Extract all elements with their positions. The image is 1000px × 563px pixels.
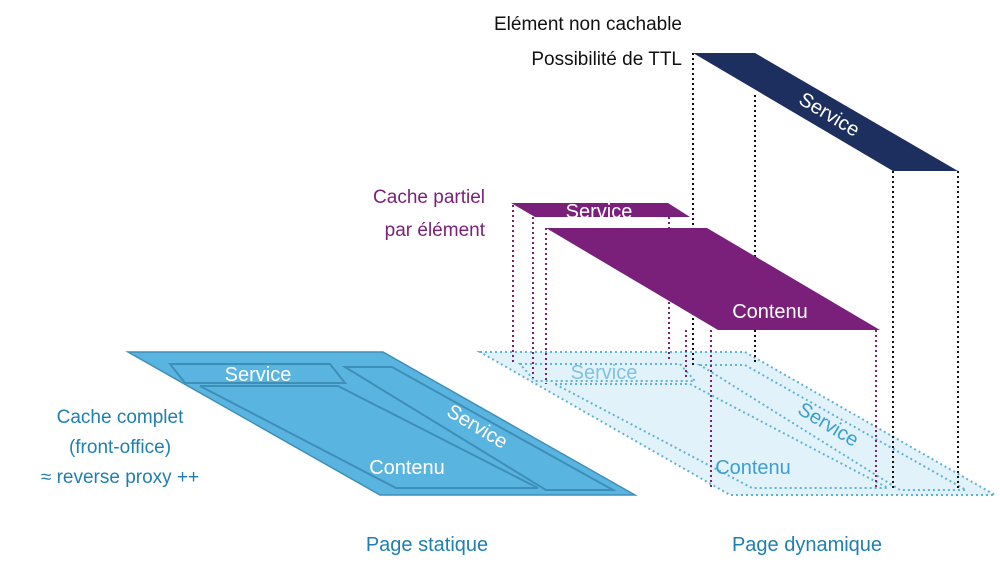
dynamic-page-plane (476, 351, 999, 496)
dynamic-service-side-block (696, 364, 970, 491)
static-page-caption: Page statique (366, 534, 488, 556)
noncache-label-line2: Possibilité de TTL (531, 49, 682, 70)
partial-cache-annotation: Cache partiel par élément (373, 187, 486, 241)
partial-cache-label-line1: Cache partiel (373, 187, 485, 208)
partial-service-label: Service (566, 201, 633, 223)
full-cache-annotation: Cache complet (front-office) ≈ reverse p… (41, 407, 199, 488)
dynamic-content-block (554, 383, 889, 489)
noncache-service-block (693, 53, 958, 171)
dynamic-page-caption: Page dynamique (732, 534, 882, 556)
partial-cache-label-line2: par élément (385, 220, 486, 241)
dynamic-content-label: Contenu (715, 457, 791, 479)
partial-content-block (546, 228, 880, 330)
partial-cache-projection-lines (512, 205, 877, 488)
noncache-label-line1: Elément non cachable (494, 14, 682, 35)
static-service-side-block (341, 366, 617, 491)
dynamic-service-top-label: Service (571, 362, 638, 384)
noncache-group: Service (693, 53, 958, 171)
full-cache-line1: Cache complet (57, 407, 184, 428)
partial-content-label: Contenu (732, 301, 808, 323)
noncache-annotation: Elément non cachable Possibilité de TTL (494, 14, 682, 70)
static-service-top-block (167, 363, 348, 384)
static-content-block (199, 385, 539, 489)
partial-cache-group: Service Contenu (511, 201, 880, 330)
static-service-top-label: Service (225, 364, 292, 386)
static-content-label: Contenu (369, 457, 445, 479)
full-cache-line2: (front-office) (69, 437, 171, 458)
dynamic-service-top-block (517, 363, 698, 382)
full-cache-line3: ≈ reverse proxy ++ (41, 467, 199, 488)
partial-service-block (511, 203, 690, 217)
